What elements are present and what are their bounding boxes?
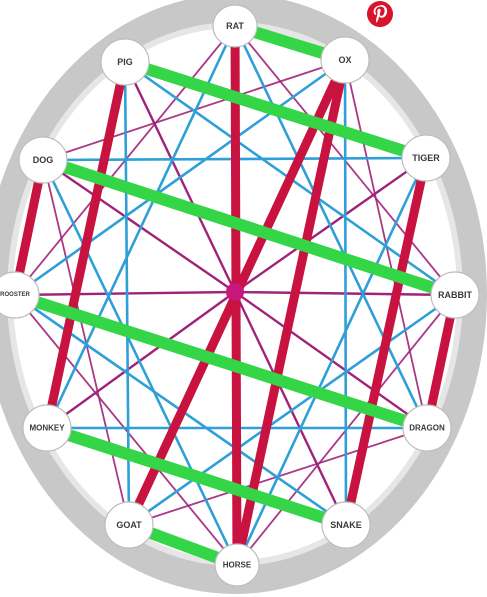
clash-line-ox-horse — [232, 59, 350, 566]
trine-line-horse-dog — [41, 159, 239, 566]
node-label-goat: GOAT — [116, 520, 142, 530]
node-label-rooster: ROOSTER — [0, 292, 30, 298]
trine-line-ox-rooster — [14, 58, 346, 297]
node-dragon: DRAGON — [402, 404, 452, 452]
node-label-snake: SNAKE — [330, 520, 362, 530]
node-rooster: ROOSTER — [0, 271, 40, 319]
node-monkey: MONKEY — [22, 404, 72, 452]
node-label-ox: OX — [338, 55, 351, 65]
purple-chord-horse-rooster — [14, 294, 238, 566]
node-circle-monkey — [22, 404, 72, 452]
spoke-line-dog — [42, 159, 236, 293]
harmony-line-pig-tiger — [123, 56, 428, 164]
node-dog: DOG — [18, 136, 68, 184]
node-label-rabbit: RABBIT — [438, 290, 472, 300]
trine-line-goat-pig — [123, 61, 131, 526]
node-label-rat: RAT — [226, 21, 244, 31]
node-circle-rooster — [0, 271, 40, 319]
node-label-pig: PIG — [117, 57, 133, 67]
node-tiger: TIGER — [401, 134, 451, 182]
node-label-monkey: MONKEY — [29, 424, 65, 433]
node-circle-rabbit — [430, 271, 480, 319]
spoke-line-snake — [233, 291, 348, 526]
node-circle-horse — [214, 543, 260, 587]
node-label-dragon: DRAGON — [409, 424, 445, 433]
node-rat: RAT — [212, 4, 258, 48]
center-dot — [226, 283, 244, 301]
node-goat: GOAT — [104, 501, 154, 549]
trine-line-rat-dragon — [233, 25, 429, 429]
node-circle-rat — [212, 4, 258, 48]
node-horse: HORSE — [214, 543, 260, 587]
spoke-line-monkey — [46, 291, 236, 429]
node-circle-ox — [320, 36, 370, 84]
trine-line-rabbit-goat — [128, 293, 456, 527]
clash-line-pig-monkey — [42, 61, 130, 429]
harmony-line-dog-rabbit — [41, 154, 457, 301]
harmony-line-monkey-snake — [45, 422, 348, 531]
node-label-horse: HORSE — [223, 561, 252, 570]
node-label-dog: DOG — [33, 155, 54, 165]
node-pig: PIG — [100, 38, 150, 86]
center-hub — [226, 283, 244, 301]
clash-line-tiger-snake — [341, 157, 431, 526]
node-circle-dog — [18, 136, 68, 184]
node-circle-tiger — [401, 134, 451, 182]
zodiac-nodes: RAT OX TIGER RABBIT DRAGON SNAKE HORSE GOAT MONK… — [0, 4, 480, 587]
node-label-tiger: TIGER — [412, 153, 440, 163]
node-circle-dragon — [402, 404, 452, 452]
spoke-line-rooster — [14, 290, 236, 297]
node-snake: SNAKE — [321, 501, 371, 549]
node-circle-snake — [321, 501, 371, 549]
node-circle-goat — [104, 501, 154, 549]
harmony-line-rooster-dragon — [13, 289, 429, 434]
node-ox: OX — [320, 36, 370, 84]
node-circle-pig — [100, 38, 150, 86]
pinterest-icon[interactable] — [366, 0, 394, 28]
node-rabbit: RABBIT — [430, 271, 480, 319]
